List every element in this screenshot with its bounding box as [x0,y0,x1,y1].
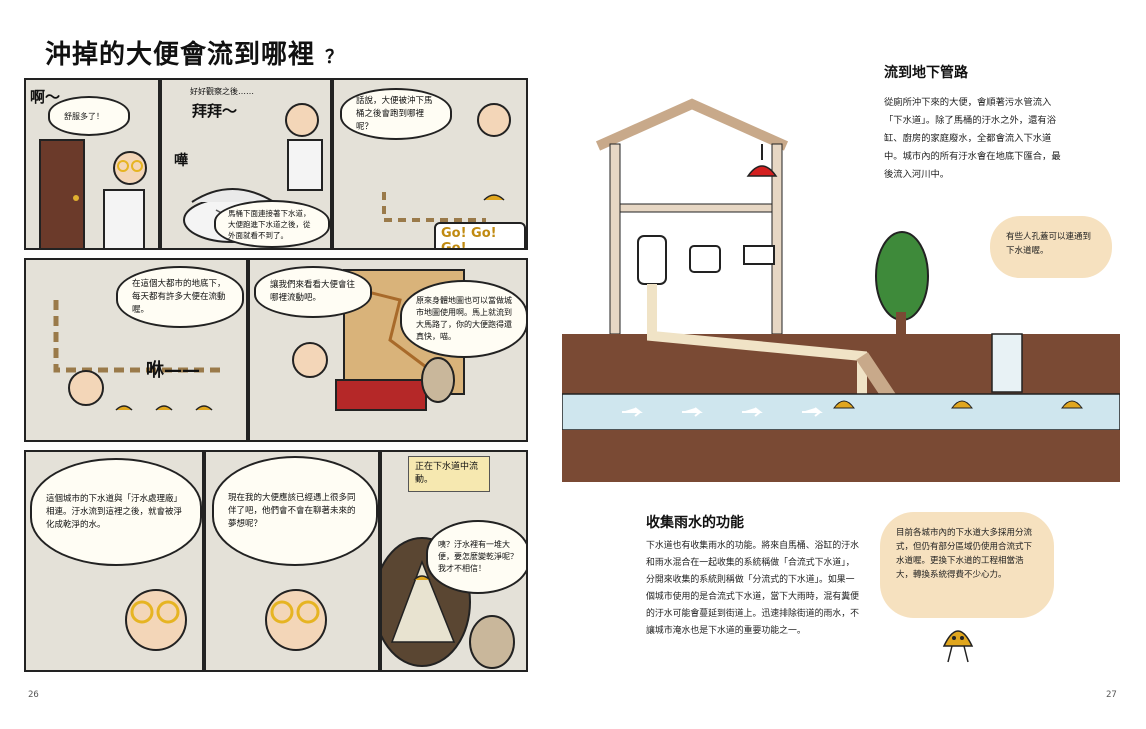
speech-text: 這個城市的下水道與「汙水處理廠」相連。汙水流到這裡之後，就會被淨化成乾淨的水。 [46,493,183,530]
speech-bubble-poop-friends: 現在我的大便應該已經遇上很多同伴了吧，他們會不會在聊著未來的夢想呢？ [212,456,378,566]
comic-panel-6: 這個城市的下水道與「汙水處理廠」相連。汙水流到這裡之後，就會被淨化成乾淨的水。 [24,450,204,672]
speech-text: 話說，大便被沖下馬桶之後會跑到哪裡呢？ [356,95,433,132]
comic-panel-7: 現在我的大便應該已經遇上很多同伴了吧，他們會不會在聊著未來的夢想呢？ [204,450,380,672]
sfx-flush: 嘩 [174,153,188,169]
speech-bubble-cat-doubt: 咦？汙水裡有一堆大便，要怎麼變乾淨呢？我才不相信！ [426,520,526,594]
speech-bubble-where-does-poop-go: 話說，大便被沖下馬桶之後會跑到哪裡呢？ [340,88,452,140]
speech-bubble-comfortable: 舒服多了！ [48,96,130,136]
bathroom-door-illustration [39,139,147,248]
pipe-path-illustration [382,103,511,248]
city-underground-illustration [53,300,226,411]
sfx-bye-bye: 拜拜～ [192,102,238,120]
question-mark-icon: ？ [325,47,345,68]
section-heading-rainwater: 收集雨水的功能 [646,515,744,531]
speech-text: 有些人孔蓋可以連通到下水道喔。 [1006,232,1092,256]
note-flowing-in-sewer: 正在下水道中流動。 [408,456,490,492]
speech-text: 原來身體地圖也可以當做城市地圖使用啊。馬上就流到大馬路了，你的大便跑得還真快，喵… [416,296,512,341]
page-number-right: 27 [1106,690,1117,700]
speech-bubble-underground-city: 在這個大都市的地底下，每天都有許多大便在流動喔。 [116,266,244,328]
speech-text: 現在我的大便應該已經遇上很多同伴了吧，他們會不會在聊著未來的夢想呢？ [228,492,356,529]
sewer-cross-section-diagram [562,86,1120,486]
speech-bubble-toilet-sewer: 馬桶下面連接著下水道，大便跑進下水道之後，從外面就看不到了。 [214,200,330,248]
sfx-ah: 啊～ [30,88,61,106]
speech-bubble-cat-map: 原來身體地圖也可以當做城市地圖使用啊。馬上就流到大馬路了，你的大便跑得還真快，喵… [400,280,526,358]
doctor-pointing-illustration [265,589,327,651]
caption-after-observing: 好好觀察之後…… [190,87,254,96]
sfx-go-go-go: Go! Go! Go! [434,222,526,248]
comic-panel-8: 正在下水道中流動。 咦？汙水裡有一堆大便，要怎麼變乾淨呢？我才不相信！ [380,450,528,672]
comic-panel-3: 話說，大便被沖下馬桶之後會跑到哪裡呢？ Go! Go! Go! [332,78,528,250]
section-body-underground-pipes: 從廁所沖下來的大便，會順著污水管流入「下水道」。除了馬桶的汙水之外，還有浴缸、廚… [884,97,1061,180]
note-box-sewer-systems: 目前各城市內的下水道大多採用分流式，但仍有部分區域仍使用合流式下水道喔。更換下水… [880,512,1054,618]
note-text: 目前各城市內的下水道大多採用分流式，但仍有部分區域仍使用合流式下水道喔。更換下水… [896,528,1033,580]
comic-panel-1: 啊～ 舒服多了！ [24,78,160,250]
speech-text: 馬桶下面連接著下水道，大便跑進下水道之後，從外面就看不到了。 [228,208,311,240]
speech-text: 舒服多了！ [64,111,104,121]
section-heading-underground-pipes: 流到地下管路 [884,65,968,81]
speech-bubble-manhole: 有些人孔蓋可以連通到下水道喔。 [990,216,1112,278]
comic-panel-2: 好好觀察之後…… 拜拜～ 嘩 馬桶下面連接著下水道，大便跑進下水道之後，從外面就… [160,78,332,250]
section-body-rainwater: 下水道也有收集雨水的功能。將來自馬桶、浴缸的汙水和雨水混合在一起收集的系統稱做「… [646,541,859,636]
sewer-diagram-svg [562,98,1120,482]
comic-panel-5: 讓我們來看看大便會往哪裡流動吧。 原來身體地圖也可以當做城市地圖使用啊。馬上就流… [248,258,528,442]
speech-bubble-lets-see: 讓我們來看看大便會往哪裡流動吧。 [254,266,372,318]
comic-panel-4: 在這個大都市的地底下，每天都有許多大便在流動喔。 咻—— [24,258,248,442]
poop-mascot-icon [942,630,974,663]
speech-text: 在這個大都市的地底下，每天都有許多大便在流動喔。 [132,278,226,315]
sfx-whoosh: 咻—— [146,360,200,381]
page-title-text: 沖掉的大便會流到哪裡 [45,40,316,70]
speech-text: 讓我們來看看大便會往哪裡流動吧。 [270,280,356,303]
speech-text: 咦？汙水裡有一堆大便，要怎麼變乾淨呢？我才不相信！ [438,540,518,573]
doctor-illustration [125,589,187,651]
speech-bubble-treatment-plant: 這個城市的下水道與「汙水處理廠」相連。汙水流到這裡之後，就會被淨化成乾淨的水。 [30,458,202,566]
page-number-left: 26 [28,690,39,700]
page-title: 沖掉的大便會流到哪裡 ？ [45,34,344,71]
